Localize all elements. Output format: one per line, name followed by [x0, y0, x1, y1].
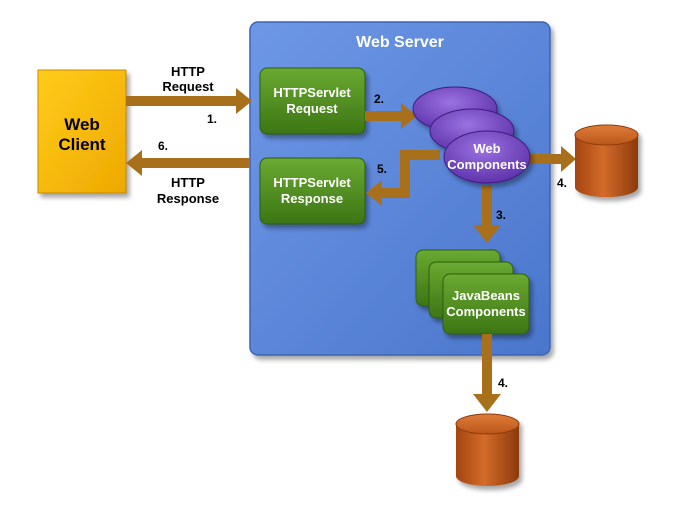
arrow-step-4-down [473, 334, 501, 412]
web-client-box: Web Client [37, 69, 127, 194]
web-components-line1: Web [473, 141, 500, 156]
javabeans-line2: Components [446, 304, 525, 319]
step-1-label: 1. [207, 112, 217, 126]
step-2-label: 2. [374, 92, 384, 106]
arrow-http-request [126, 88, 252, 114]
arrow-step-4-right [525, 146, 576, 172]
web-component-ellipse-front [443, 130, 531, 184]
step-4-right-label: 4. [557, 176, 567, 190]
httpservlet-response-line2: Response [281, 191, 343, 206]
httpservlet-request-line2: Request [286, 101, 338, 116]
httpservlet-request-box: HTTPServlet Request [259, 67, 366, 135]
javabeans-line1: JavaBeans [452, 288, 520, 303]
httpservlet-response-box: HTTPServlet Response [259, 157, 366, 225]
http-request-label-line2: Request [162, 79, 214, 94]
javabeans-components-stack: JavaBeans Components [415, 249, 530, 335]
http-response-label-line2: Response [157, 191, 219, 206]
httpservlet-request-line1: HTTPServlet [273, 85, 351, 100]
step-4-down-label: 4. [498, 376, 508, 390]
step-5-label: 5. [377, 162, 387, 176]
http-request-label-line1: HTTP [171, 64, 205, 79]
web-client-label-line1: Web [64, 115, 100, 134]
step-6-label: 6. [158, 139, 168, 153]
arrow-step-3 [473, 185, 501, 243]
web-components-stack: Web Components [412, 86, 531, 184]
httpservlet-response-line1: HTTPServlet [273, 175, 351, 190]
web-server-title: Web Server [356, 34, 444, 51]
arrow-http-response [126, 150, 250, 176]
database-icon-right [574, 124, 639, 197]
arrow-step-5 [366, 150, 440, 206]
web-client-label-line2: Client [58, 135, 106, 154]
database-icon-bottom [455, 413, 520, 486]
step-3-label: 3. [496, 208, 506, 222]
web-components-line2: Components [447, 157, 526, 172]
http-response-label-line1: HTTP [171, 175, 205, 190]
arrow-step-2 [365, 103, 417, 129]
